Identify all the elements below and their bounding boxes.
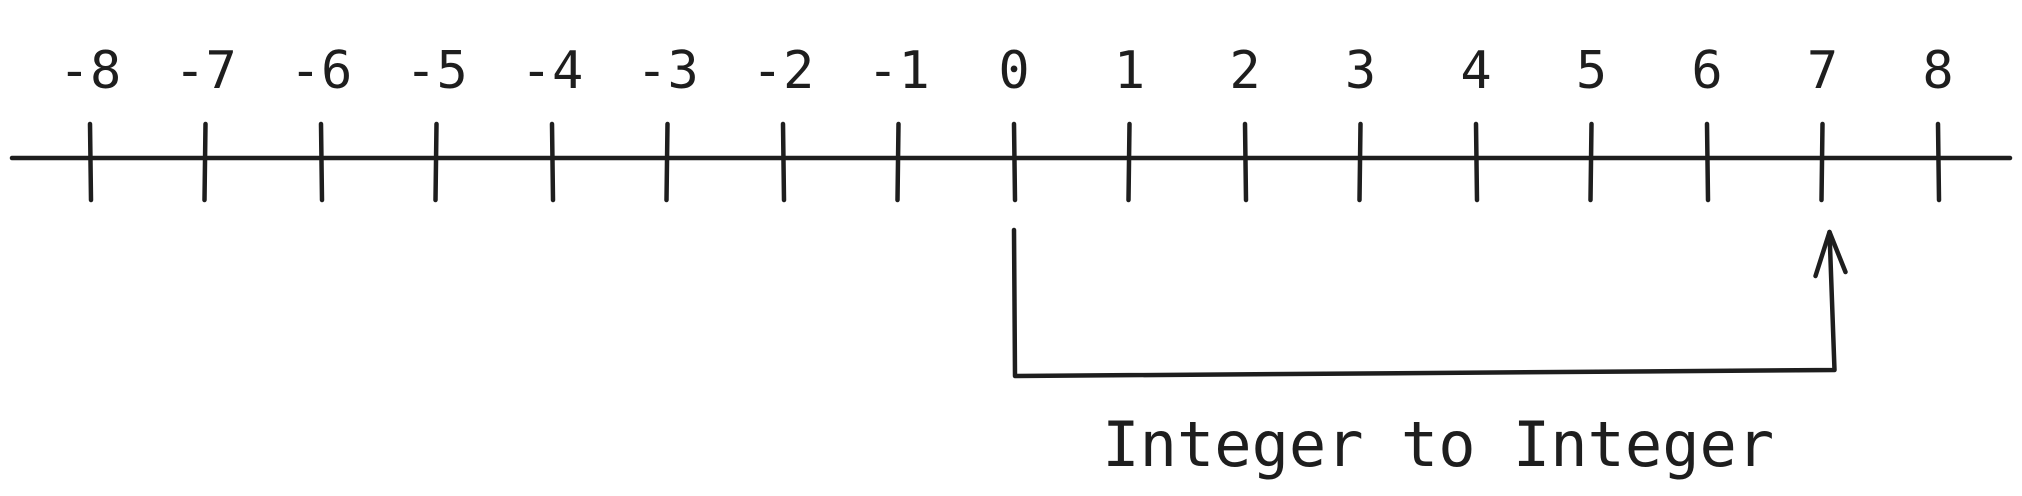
tick-label: 3 bbox=[1345, 41, 1376, 101]
tick-label: -2 bbox=[752, 41, 815, 101]
tick-mark bbox=[1242, 121, 1249, 203]
tick-mark bbox=[202, 121, 208, 203]
tick-label: 2 bbox=[1229, 41, 1260, 101]
tick-label: -5 bbox=[405, 41, 468, 101]
tick-mark bbox=[1588, 121, 1594, 203]
tick-label: 7 bbox=[1807, 41, 1838, 101]
tick-marks bbox=[87, 121, 1942, 203]
tick-label: 1 bbox=[1114, 41, 1145, 101]
arrow-head-icon bbox=[1813, 229, 1848, 279]
tick-label: 6 bbox=[1691, 41, 1722, 101]
tick-mark bbox=[433, 121, 439, 203]
tick-label: -4 bbox=[521, 41, 584, 101]
tick-mark bbox=[1704, 121, 1711, 203]
tick-mark bbox=[895, 121, 901, 203]
tick-labels: -8 -7 -6 -5 -4 -3 -2 -1 0 1 2 3 4 5 6 7 8 bbox=[59, 41, 1954, 101]
tick-mark bbox=[1126, 121, 1132, 203]
tick-mark bbox=[318, 121, 325, 203]
tick-label: 4 bbox=[1460, 41, 1491, 101]
tick-label: -7 bbox=[174, 41, 237, 101]
tick-mark bbox=[1473, 121, 1480, 203]
tick-mark bbox=[549, 121, 556, 203]
tick-label: -3 bbox=[636, 41, 699, 101]
tick-mark bbox=[780, 121, 787, 203]
jump-bracket-arrow bbox=[1011, 227, 1837, 379]
tick-mark bbox=[1819, 121, 1825, 203]
tick-label: 0 bbox=[998, 41, 1029, 101]
tick-label: 8 bbox=[1922, 41, 1953, 101]
tick-label: -8 bbox=[59, 41, 122, 101]
tick-mark bbox=[1011, 121, 1018, 203]
tick-mark bbox=[87, 121, 94, 203]
tick-mark bbox=[664, 121, 670, 203]
tick-label: -1 bbox=[867, 41, 930, 101]
tick-label: 5 bbox=[1576, 41, 1607, 101]
tick-mark bbox=[1357, 121, 1363, 203]
jump-caption: Integer to Integer bbox=[1102, 408, 1774, 481]
tick-label: -6 bbox=[290, 41, 353, 101]
tick-mark bbox=[1935, 121, 1942, 203]
